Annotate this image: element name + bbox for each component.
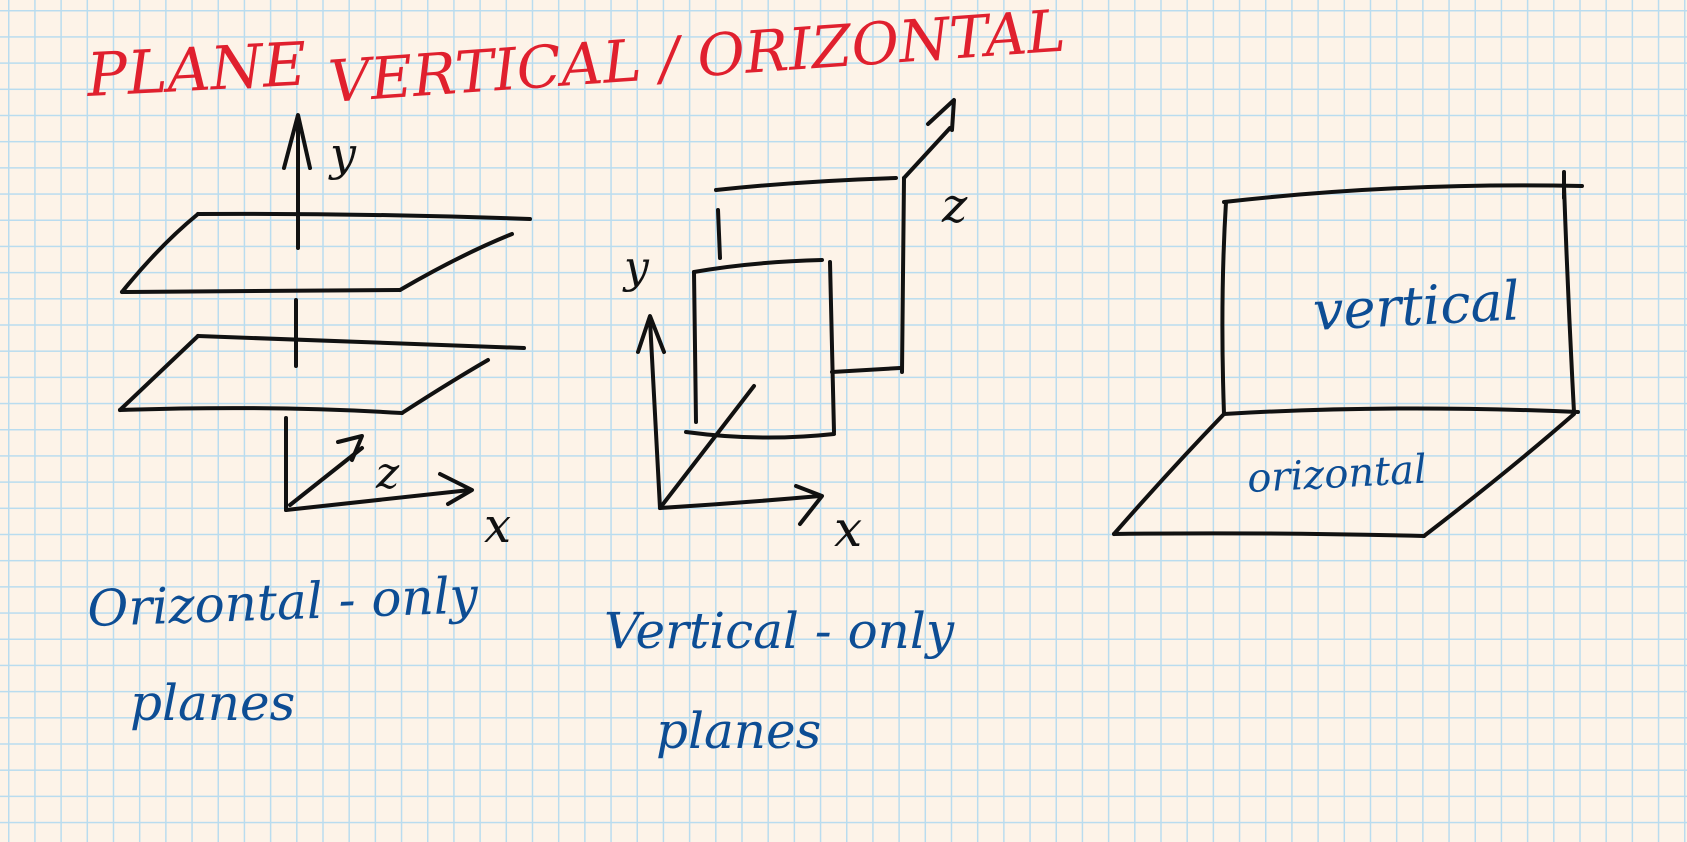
front-plane-left-edge bbox=[692, 270, 698, 424]
back-plane-right-edge bbox=[900, 176, 906, 374]
back-plane-bottom-edge bbox=[830, 366, 902, 374]
x-axis-arrowhead bbox=[438, 472, 474, 506]
vertical-plane-right-edge bbox=[1562, 184, 1576, 414]
back-plane-left-edge bbox=[716, 208, 722, 260]
caption-vertical-line1: Vertical - only bbox=[604, 602, 955, 660]
vertical-plane-left-edge bbox=[1220, 200, 1228, 416]
z-axis-line bbox=[658, 384, 756, 510]
axis-label-z: z bbox=[941, 178, 968, 234]
axis-label-y: y bbox=[622, 242, 650, 293]
z-axis-arrowhead bbox=[336, 434, 364, 462]
z-axis-line bbox=[288, 446, 364, 507]
z-axis-arrowhead bbox=[926, 98, 956, 132]
z-axis-extension bbox=[902, 126, 952, 180]
combined-planes-diagram: vertical orizontal bbox=[1112, 170, 1584, 538]
back-plane-top-edge bbox=[714, 176, 898, 192]
vertical-plane-top-edge bbox=[1222, 183, 1584, 204]
title: PLANE VERTICAL / ORIZONTAL bbox=[84, 0, 1067, 116]
bottom-plane-left-edge bbox=[118, 334, 200, 412]
horizontal-plane-left-edge bbox=[1112, 412, 1226, 536]
top-plane-right-edge bbox=[398, 232, 514, 292]
caption-vertical-line2: planes bbox=[656, 702, 821, 760]
title-left: PLANE bbox=[84, 30, 308, 111]
x-axis-arrowhead bbox=[794, 484, 824, 526]
label-horizontal-plane: orizontal bbox=[1246, 447, 1428, 502]
axis-label-x: x bbox=[834, 500, 862, 558]
axis-label-y: y bbox=[328, 127, 357, 181]
top-plane-front-edge bbox=[120, 288, 402, 294]
bottom-plane-right-edge bbox=[400, 358, 490, 415]
top-plane-left-edge bbox=[120, 212, 200, 294]
caption-horizontal-line1: Orizontal - only bbox=[86, 566, 479, 638]
horizontal-plane-front-edge bbox=[1112, 531, 1426, 538]
y-axis-arrowhead bbox=[636, 314, 666, 354]
front-plane-bottom-edge bbox=[684, 430, 836, 440]
title-right: VERTICAL / ORIZONTAL bbox=[326, 0, 1067, 116]
y-axis-line bbox=[648, 318, 662, 510]
top-plane-back-edge bbox=[196, 211, 532, 221]
horizontal-planes-diagram: y z x Orizontal - only planes bbox=[86, 113, 532, 732]
horizontal-plane-right-edge bbox=[1422, 412, 1576, 538]
y-axis-arrowhead bbox=[282, 113, 312, 170]
x-axis-line bbox=[658, 494, 822, 510]
front-plane-top-edge bbox=[692, 258, 824, 274]
axis-label-z: z bbox=[375, 448, 400, 499]
label-vertical-plane: vertical bbox=[1311, 269, 1521, 343]
axis-label-x: x bbox=[484, 498, 511, 554]
vertical-planes-diagram: y z x Vertical - only planes bbox=[604, 98, 968, 760]
caption-horizontal-line2: planes bbox=[130, 674, 295, 732]
x-axis-line bbox=[284, 488, 472, 512]
shared-edge bbox=[1222, 406, 1580, 416]
bottom-plane-back-edge bbox=[196, 334, 526, 350]
front-plane-right-edge bbox=[828, 260, 836, 434]
bottom-plane-front-edge bbox=[118, 406, 404, 415]
